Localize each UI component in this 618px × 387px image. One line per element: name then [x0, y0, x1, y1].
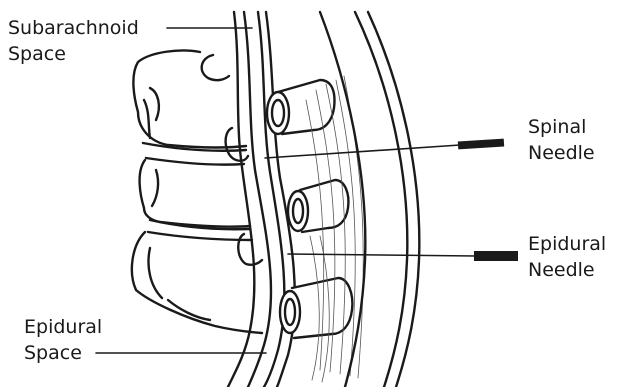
- spinal-needle-label-line1: Spinal: [528, 114, 595, 140]
- spinal-needle-label-line2: Needle: [528, 140, 595, 166]
- epidural-space-label: Epidural Space: [24, 314, 102, 366]
- subarachnoid-label-line2: Space: [8, 41, 139, 67]
- vertebral-body-lower: [132, 232, 262, 333]
- nerve-root-3: [238, 234, 262, 265]
- spinous-process-upper: [267, 80, 334, 134]
- subarachnoid-space-label: Subarachnoid Space: [8, 15, 139, 67]
- epidural-needle-label-line1: Epidural: [528, 231, 606, 257]
- vertebral-body-middle: [140, 160, 250, 227]
- vertebral-body-upper: [133, 50, 246, 147]
- subarachnoid-label-line1: Subarachnoid: [8, 15, 139, 41]
- spinal-needle-hub: [458, 139, 504, 150]
- skin-curve-outermost: [368, 12, 419, 387]
- epidural-space-label-line1: Epidural: [24, 314, 102, 340]
- epidural-needle-hub: [474, 251, 518, 261]
- spinous-process-middle: [288, 180, 348, 232]
- spinous-process-lower: [280, 278, 352, 338]
- spinal-needle-shaft: [265, 145, 460, 158]
- epidural-needle-label: Epidural Needle: [528, 231, 606, 283]
- spinal-needle-label: Spinal Needle: [528, 114, 595, 166]
- epidural-space-label-line2: Space: [24, 340, 102, 366]
- epidural-needle-label-line2: Needle: [528, 257, 606, 283]
- epidural-needle-shaft: [288, 254, 476, 256]
